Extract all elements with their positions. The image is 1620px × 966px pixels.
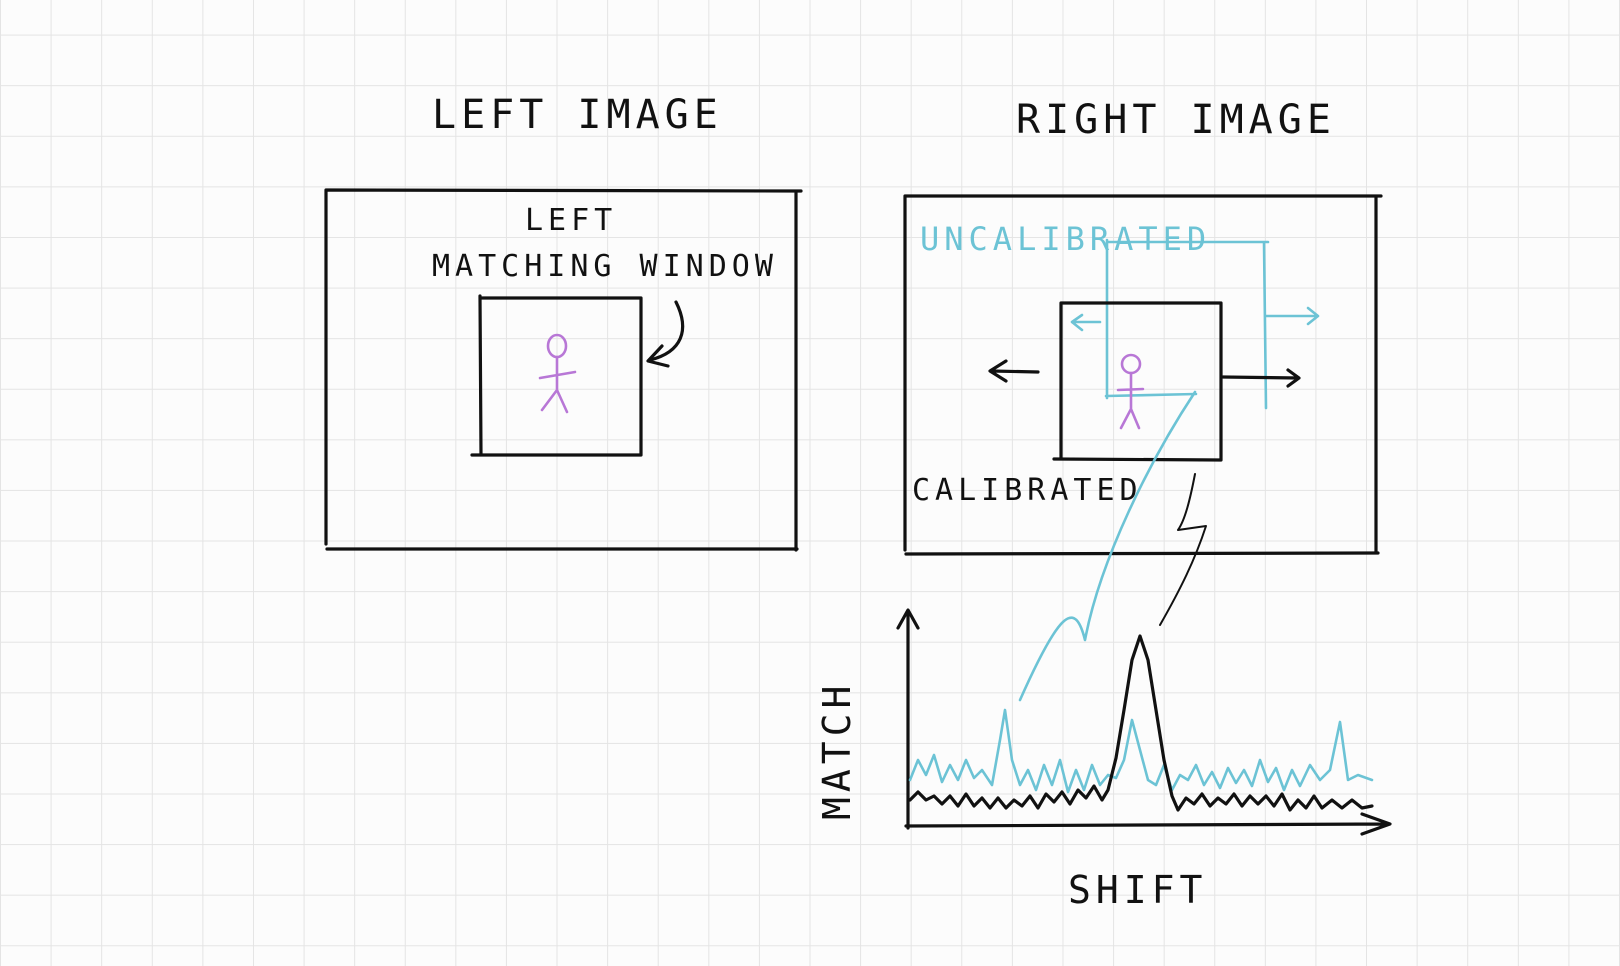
curved-pointer-arrowhead	[646, 344, 670, 368]
left-window-label-line2: MATCHING WINDOW	[432, 249, 778, 284]
calibrated-left-arrow	[988, 359, 1040, 383]
stick-figure-right	[1116, 353, 1145, 430]
left-image-frame	[324, 188, 803, 552]
calibrated-window	[1052, 301, 1223, 462]
y-axis	[896, 608, 920, 830]
left-image-title: LEFT IMAGE	[432, 92, 723, 138]
uncalibrated-label: UNCALIBRATED	[920, 220, 1211, 258]
calibrated-label: CALIBRATED	[912, 473, 1143, 508]
right-image-frame	[903, 194, 1383, 556]
uncalibrated-connector	[1018, 390, 1197, 702]
left-window-label-line1: LEFT	[525, 203, 617, 238]
curved-pointer-arrow	[648, 300, 685, 362]
left-matching-window	[470, 294, 643, 457]
y-axis-label: MATCH	[815, 681, 859, 820]
stick-figure-left	[538, 333, 577, 414]
x-axis-label: SHIFT	[1068, 868, 1207, 912]
uncalibrated-match-curve	[908, 708, 1374, 794]
uncalibrated-right-arrow	[1264, 306, 1320, 326]
match-shift-plot: MATCH SHIFT	[815, 608, 1392, 912]
calibrated-connector	[1159, 473, 1207, 626]
calibrated-match-curve	[908, 634, 1374, 812]
right-image-title: RIGHT IMAGE	[1016, 97, 1336, 143]
x-axis	[904, 812, 1392, 836]
calibrated-right-arrow	[1221, 368, 1301, 388]
uncalibrated-window	[1104, 238, 1270, 410]
uncalibrated-left-arrow	[1070, 313, 1102, 332]
